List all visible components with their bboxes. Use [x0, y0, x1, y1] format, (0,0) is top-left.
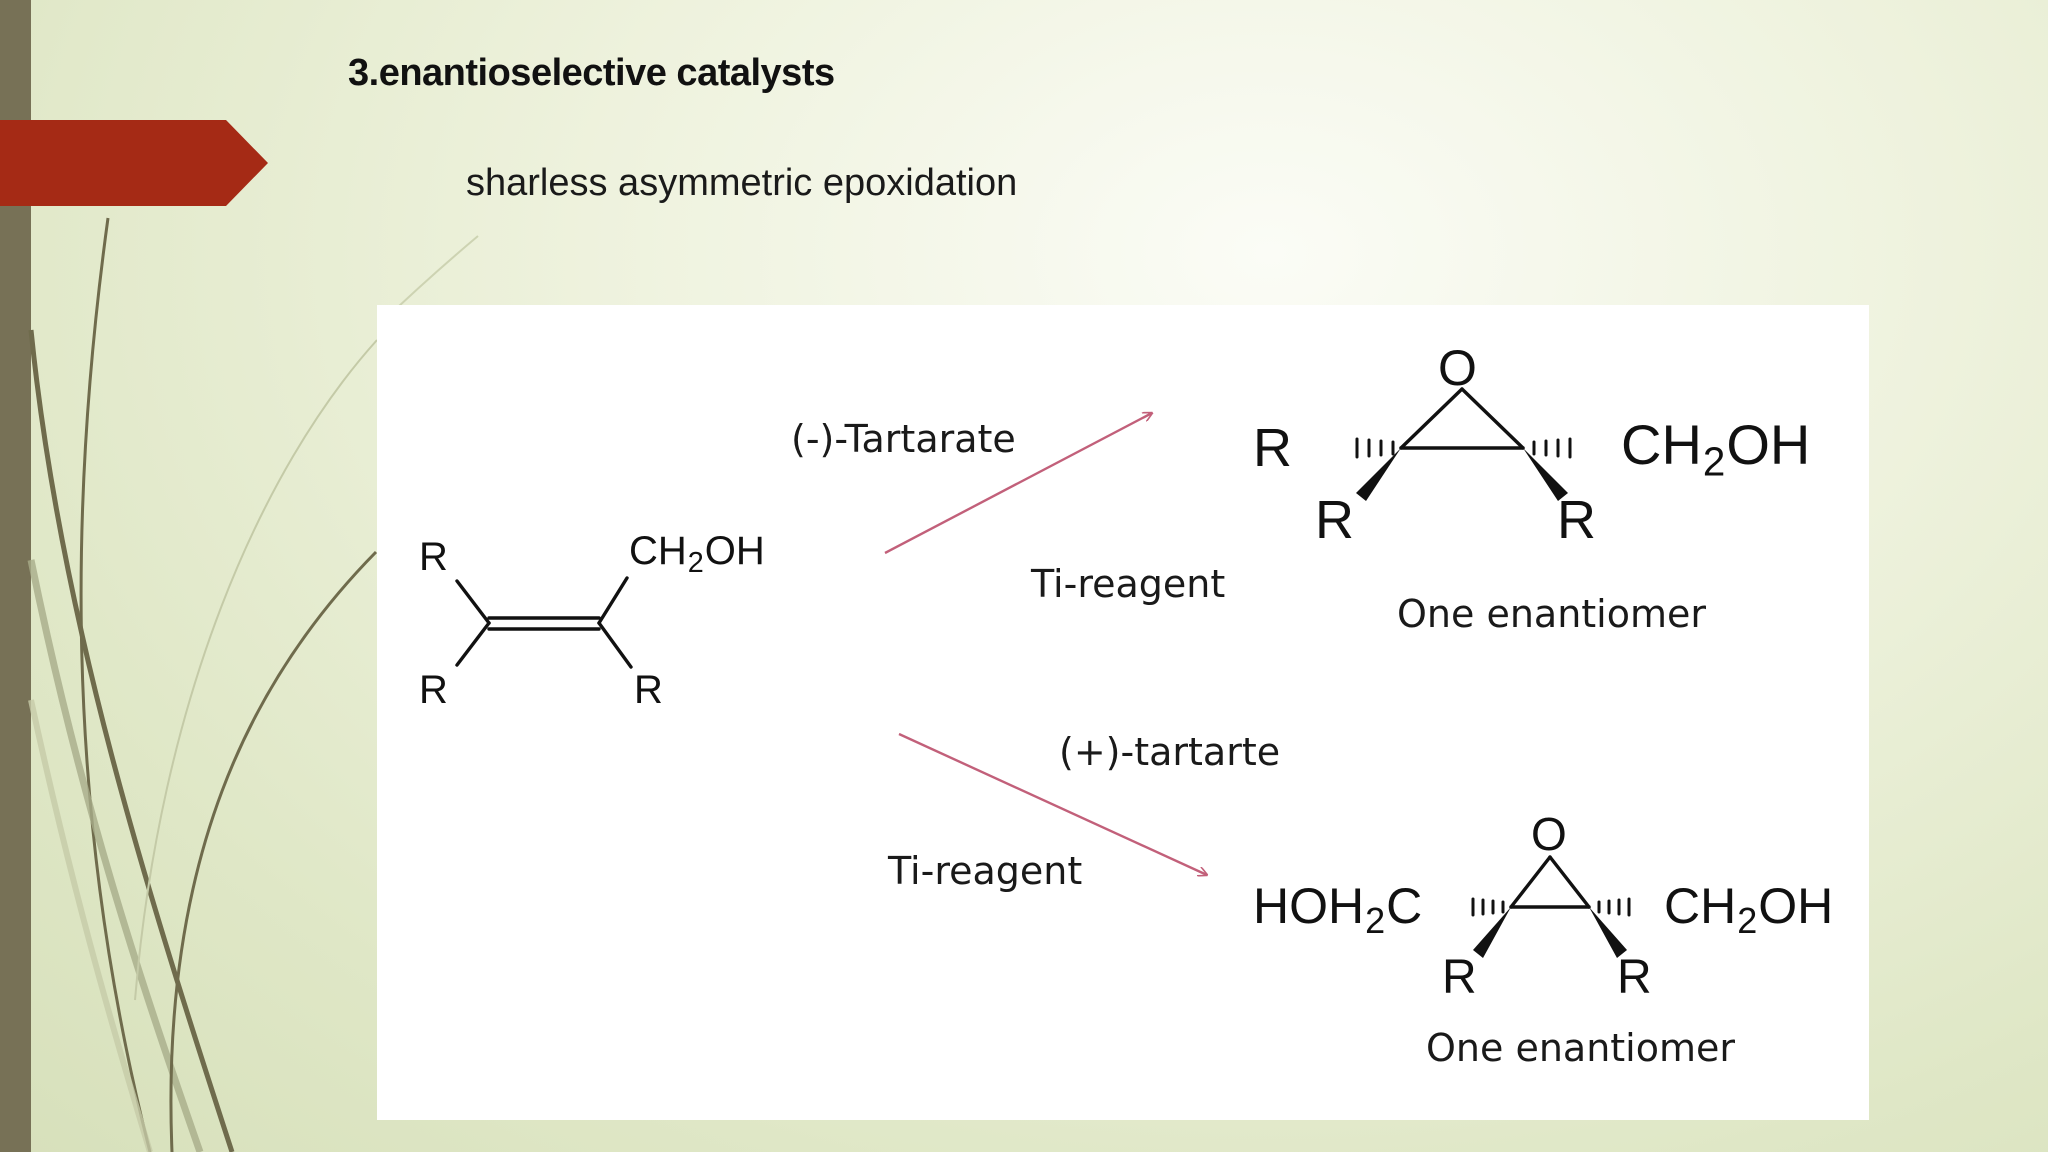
lower-product-r-down-left: R — [1442, 951, 1477, 1004]
decorative-curve — [79, 217, 152, 1152]
upper-product-r-down-left: R — [1315, 490, 1354, 550]
slide-title: 3.enantioselective catalysts — [348, 52, 835, 94]
upper-reagent-ti: Ti-reagent — [1031, 562, 1226, 606]
ch2oh-ch: CH — [629, 529, 687, 573]
upper-wedge-bond-right — [1523, 448, 1568, 501]
reactant-ch2oh: CH2OH — [629, 529, 765, 577]
reactant-r-top-left: R — [419, 535, 448, 579]
reactant-r-bottom-right: R — [634, 668, 663, 712]
decorative-curve — [134, 339, 378, 1001]
lower-wedge-bond-right — [1589, 907, 1627, 958]
ch2oh-oh: OH — [1758, 878, 1834, 934]
lower-reagent-ti: Ti-reagent — [888, 849, 1083, 893]
decorative-curve — [28, 329, 235, 1152]
upper-caption-one-enantiomer: One enantiomer — [1397, 592, 1707, 636]
upper-reagent-tartarate: (-)-Tartarate — [791, 417, 1016, 461]
ch2oh-subscript: 2 — [1737, 900, 1758, 942]
reaction-scheme-figure: R R R CH2OH (-)-Tartarate Ti-reagent O R… — [377, 305, 1869, 1120]
ch2oh-ch: CH — [1664, 878, 1737, 934]
lower-hash-bonds — [1471, 897, 1631, 917]
hoh2c-c: C — [1386, 878, 1423, 934]
upper-product-r-left: R — [1253, 418, 1292, 478]
lower-reagent-tartarte: (+)-tartarte — [1059, 730, 1281, 774]
lower-wedge-bond-left — [1473, 907, 1511, 958]
hoh2c-hoh: HOH — [1253, 878, 1365, 934]
upper-product-ch2oh: CH2OH — [1621, 417, 1810, 482]
lower-reaction-arrow — [898, 732, 1207, 875]
decorative-curve — [28, 699, 153, 1152]
title-accent-arrow — [0, 120, 268, 206]
ch2oh-oh: OH — [1726, 413, 1811, 476]
lower-epoxide-oxygen: O — [1531, 808, 1567, 860]
reactant-bonds — [455, 576, 633, 669]
ch2oh-subscript: 2 — [687, 547, 704, 580]
upper-wedge-bond-left — [1356, 448, 1401, 501]
lower-epoxide-bonds — [1509, 855, 1591, 909]
decorative-curve — [27, 559, 204, 1152]
lower-product-ch2oh: CH2OH — [1664, 878, 1834, 939]
lower-product-hoh2c: HOH2C — [1253, 878, 1423, 939]
reactant-r-bottom-left: R — [419, 668, 448, 712]
upper-product-r-down-right: R — [1557, 490, 1596, 550]
slide-subtitle: sharless asymmetric epoxidation — [466, 162, 1018, 204]
upper-hash-bonds — [1355, 437, 1572, 459]
reaction-scheme-bonds — [455, 387, 1631, 958]
lower-caption-one-enantiomer: One enantiomer — [1426, 1026, 1736, 1070]
hoh2c-subscript: 2 — [1365, 900, 1386, 942]
ch2oh-oh: OH — [704, 529, 765, 573]
upper-reaction-arrow — [884, 413, 1152, 555]
lower-product-r-down-right: R — [1617, 951, 1652, 1004]
ch2oh-ch: CH — [1621, 413, 1702, 476]
upper-epoxide-oxygen: O — [1438, 340, 1477, 396]
decorative-curve — [169, 550, 378, 1152]
upper-epoxide-bonds — [1399, 387, 1525, 450]
ch2oh-subscript: 2 — [1702, 438, 1726, 485]
